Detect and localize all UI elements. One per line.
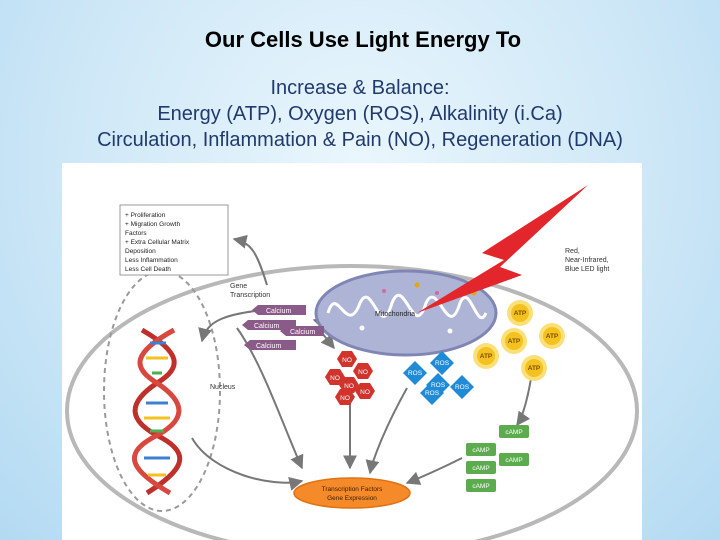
effect-line: + Extra Cellular Matrix (125, 239, 190, 246)
no-molecule-group: NO NO NO NO NO NO (325, 351, 375, 405)
subtitle-line-3: Circulation, Inflammation & Pain (NO), R… (97, 129, 623, 151)
camp-label: cAMP (505, 429, 522, 436)
mitochondria-icon (314, 269, 498, 357)
camp-box (499, 425, 529, 438)
calcium-tag (252, 305, 306, 315)
light-label-1: Red, (565, 248, 580, 255)
atp-sun-icon (501, 328, 527, 354)
no-molecule (325, 369, 345, 385)
no-molecule (335, 389, 355, 405)
gene-transcription-label-2: Transcription (230, 292, 270, 299)
no-label: NO (342, 357, 352, 364)
camp-label: cAMP (472, 483, 489, 490)
calcium-label: Calcium (290, 329, 315, 336)
ros-molecule (420, 381, 444, 405)
subtitle-line-2: Energy (ATP), Oxygen (ROS), Alkalinity (… (157, 103, 563, 125)
mitochondria-label: Mitochondria (375, 311, 415, 318)
arrow (236, 327, 304, 470)
transcription-factors-label-1: Transcription Factors (322, 486, 384, 493)
ros-label: ROS (431, 382, 446, 389)
light-label-3: Blue LED light (565, 266, 609, 273)
atp-label: ATP (480, 353, 493, 360)
arrow (191, 437, 304, 491)
calcium-label: Calcium (254, 323, 279, 330)
calcium-label: Calcium (266, 308, 291, 315)
ros-label: ROS (455, 384, 470, 391)
calcium-tag (244, 340, 296, 350)
camp-label: cAMP (472, 465, 489, 472)
calcium-group: Calcium Calcium Calcium Calcium (242, 305, 324, 350)
no-molecule (337, 351, 357, 367)
ros-molecule (450, 375, 474, 399)
effect-line: + Migration Growth (125, 221, 180, 228)
atp-sun-icon (539, 323, 565, 349)
camp-box (466, 461, 496, 474)
atp-label: ATP (528, 365, 541, 372)
ros-group: ROS ROS ROS ROS ROS (403, 351, 474, 405)
transcription-factors-label-2: Gene Expression (327, 495, 377, 502)
atp-sun-icon (507, 300, 533, 326)
camp-group: cAMP cAMP cAMP cAMP cAMP (466, 425, 529, 492)
no-label: NO (344, 383, 354, 390)
calcium-tag (280, 326, 324, 336)
arrow (232, 234, 268, 286)
camp-label: cAMP (472, 447, 489, 454)
gene-transcription-label-1: Gene (230, 283, 247, 290)
nucleus (103, 270, 221, 512)
atp-sun-icon (521, 355, 547, 381)
no-label: NO (340, 395, 350, 402)
no-molecule (353, 363, 373, 379)
subtitle-line-1: Increase & Balance: (270, 77, 450, 99)
atp-label: ATP (514, 310, 527, 317)
ros-label: ROS (435, 360, 450, 367)
effect-line: Deposition (125, 248, 156, 255)
slide-title: Our Cells Use Light Energy To (204, 27, 522, 52)
atp-sun-icon (473, 343, 499, 369)
slide-subtitle: Increase & Balance: Energy (ATP), Oxygen… (0, 75, 720, 153)
camp-box (499, 453, 529, 466)
cell-diagram-svg: Nucleus + Proliferation + Migration Grow… (65, 185, 639, 540)
arrow (365, 387, 408, 475)
no-label: NO (360, 389, 370, 396)
no-label: NO (358, 369, 368, 376)
effect-line: + Proliferation (125, 212, 166, 219)
effect-line: Less Inflammation (125, 257, 178, 264)
nucleus-label: Nucleus (210, 384, 236, 391)
ros-molecule (430, 351, 454, 375)
effects-box (119, 204, 229, 276)
camp-label: cAMP (505, 457, 522, 464)
ros-label: ROS (408, 370, 423, 377)
atp-label: ATP (508, 338, 521, 345)
effect-line: Factors (125, 230, 147, 237)
ros-label: ROS (425, 390, 440, 397)
camp-box (466, 479, 496, 492)
calcium-tag (242, 320, 296, 330)
dna-helix-icon (131, 327, 183, 496)
atp-label: ATP (546, 333, 559, 340)
calcium-label: Calcium (256, 343, 281, 350)
light-label-2: Near-Infrared, (565, 257, 609, 264)
atp-group: ATP ATP ATP ATP ATP (473, 300, 565, 381)
lightning-bolt-icon (417, 185, 588, 313)
camp-box (466, 443, 496, 456)
cell-diagram: Nucleus + Proliferation + Migration Grow… (62, 163, 642, 540)
no-label: NO (330, 375, 340, 382)
effect-line: Less Cell Death (125, 266, 171, 273)
no-molecule (355, 383, 375, 399)
arrow (405, 457, 463, 485)
transcription-factors-node (293, 477, 411, 509)
ros-molecule (403, 361, 427, 385)
